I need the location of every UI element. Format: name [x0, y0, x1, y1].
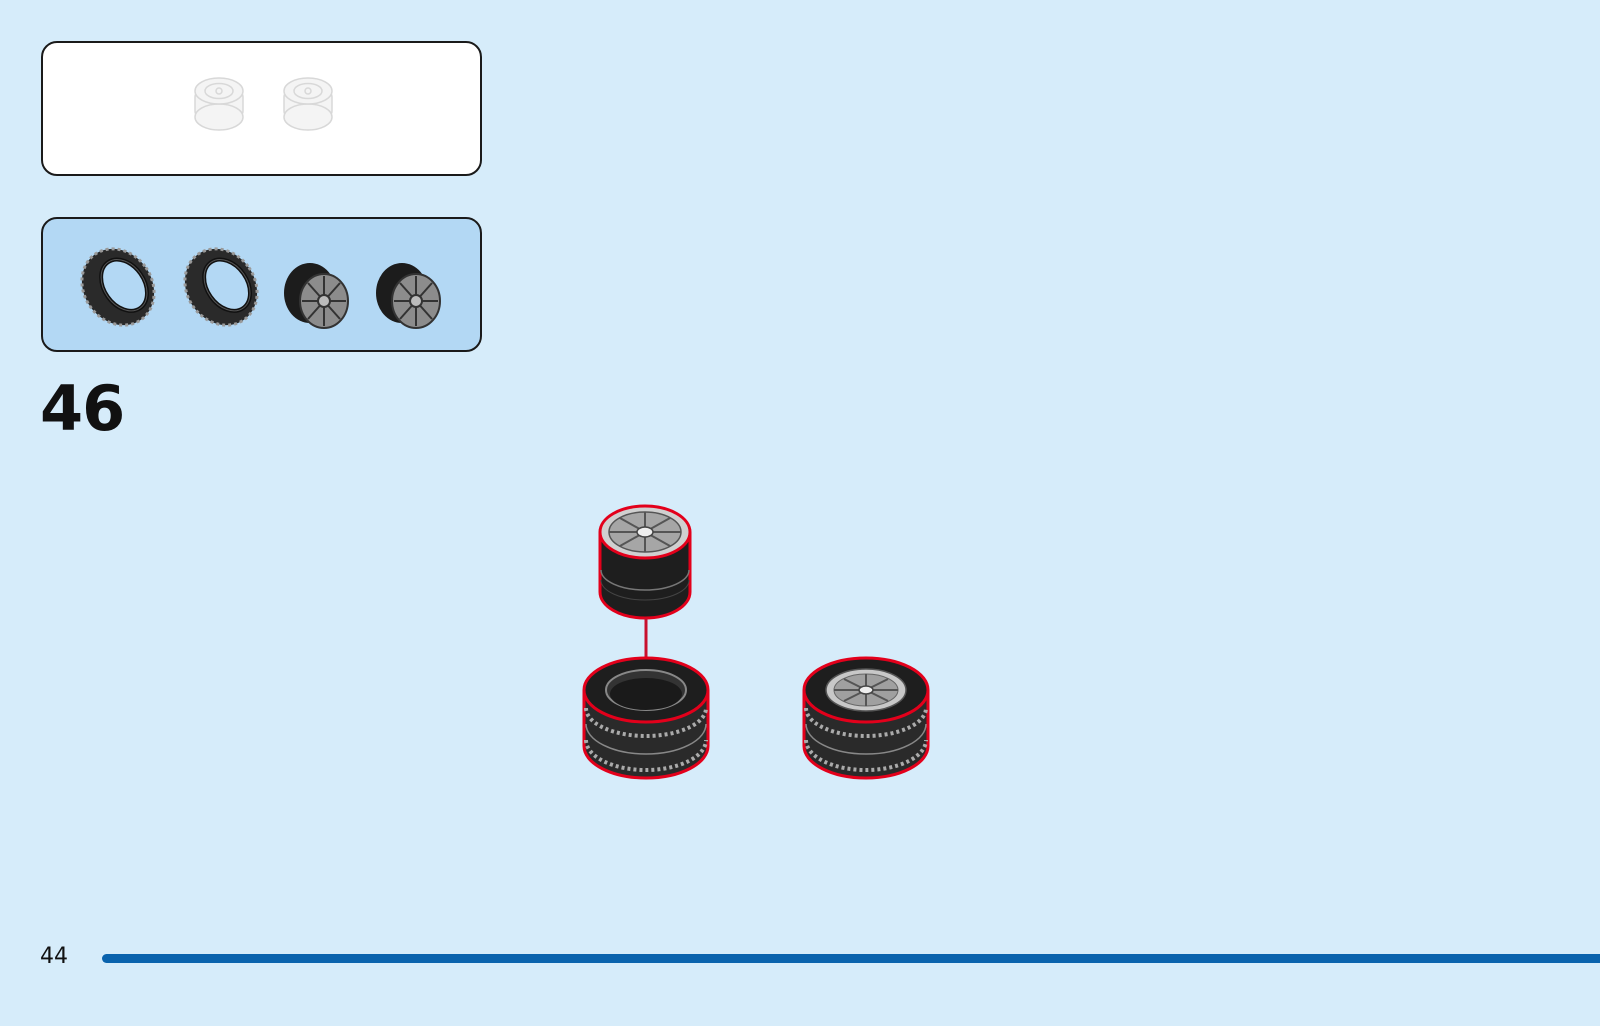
- tire-icon: [584, 658, 708, 778]
- step-number: 46: [40, 372, 124, 445]
- ghost-wheel-pair-icon: [43, 43, 484, 178]
- tire-icon: [170, 235, 272, 340]
- tire-icon: [67, 235, 169, 340]
- parts-list-panel: [41, 217, 482, 352]
- page-number: 44: [40, 944, 68, 969]
- rim-icon: [600, 506, 690, 618]
- submodel-preview-panel: [41, 41, 482, 176]
- wheel-assembled-icon: [804, 658, 928, 778]
- progress-bar: [102, 954, 1600, 963]
- rim-icon: [376, 263, 440, 328]
- rim-icon: [284, 263, 348, 328]
- build-step-illustration: [560, 500, 960, 800]
